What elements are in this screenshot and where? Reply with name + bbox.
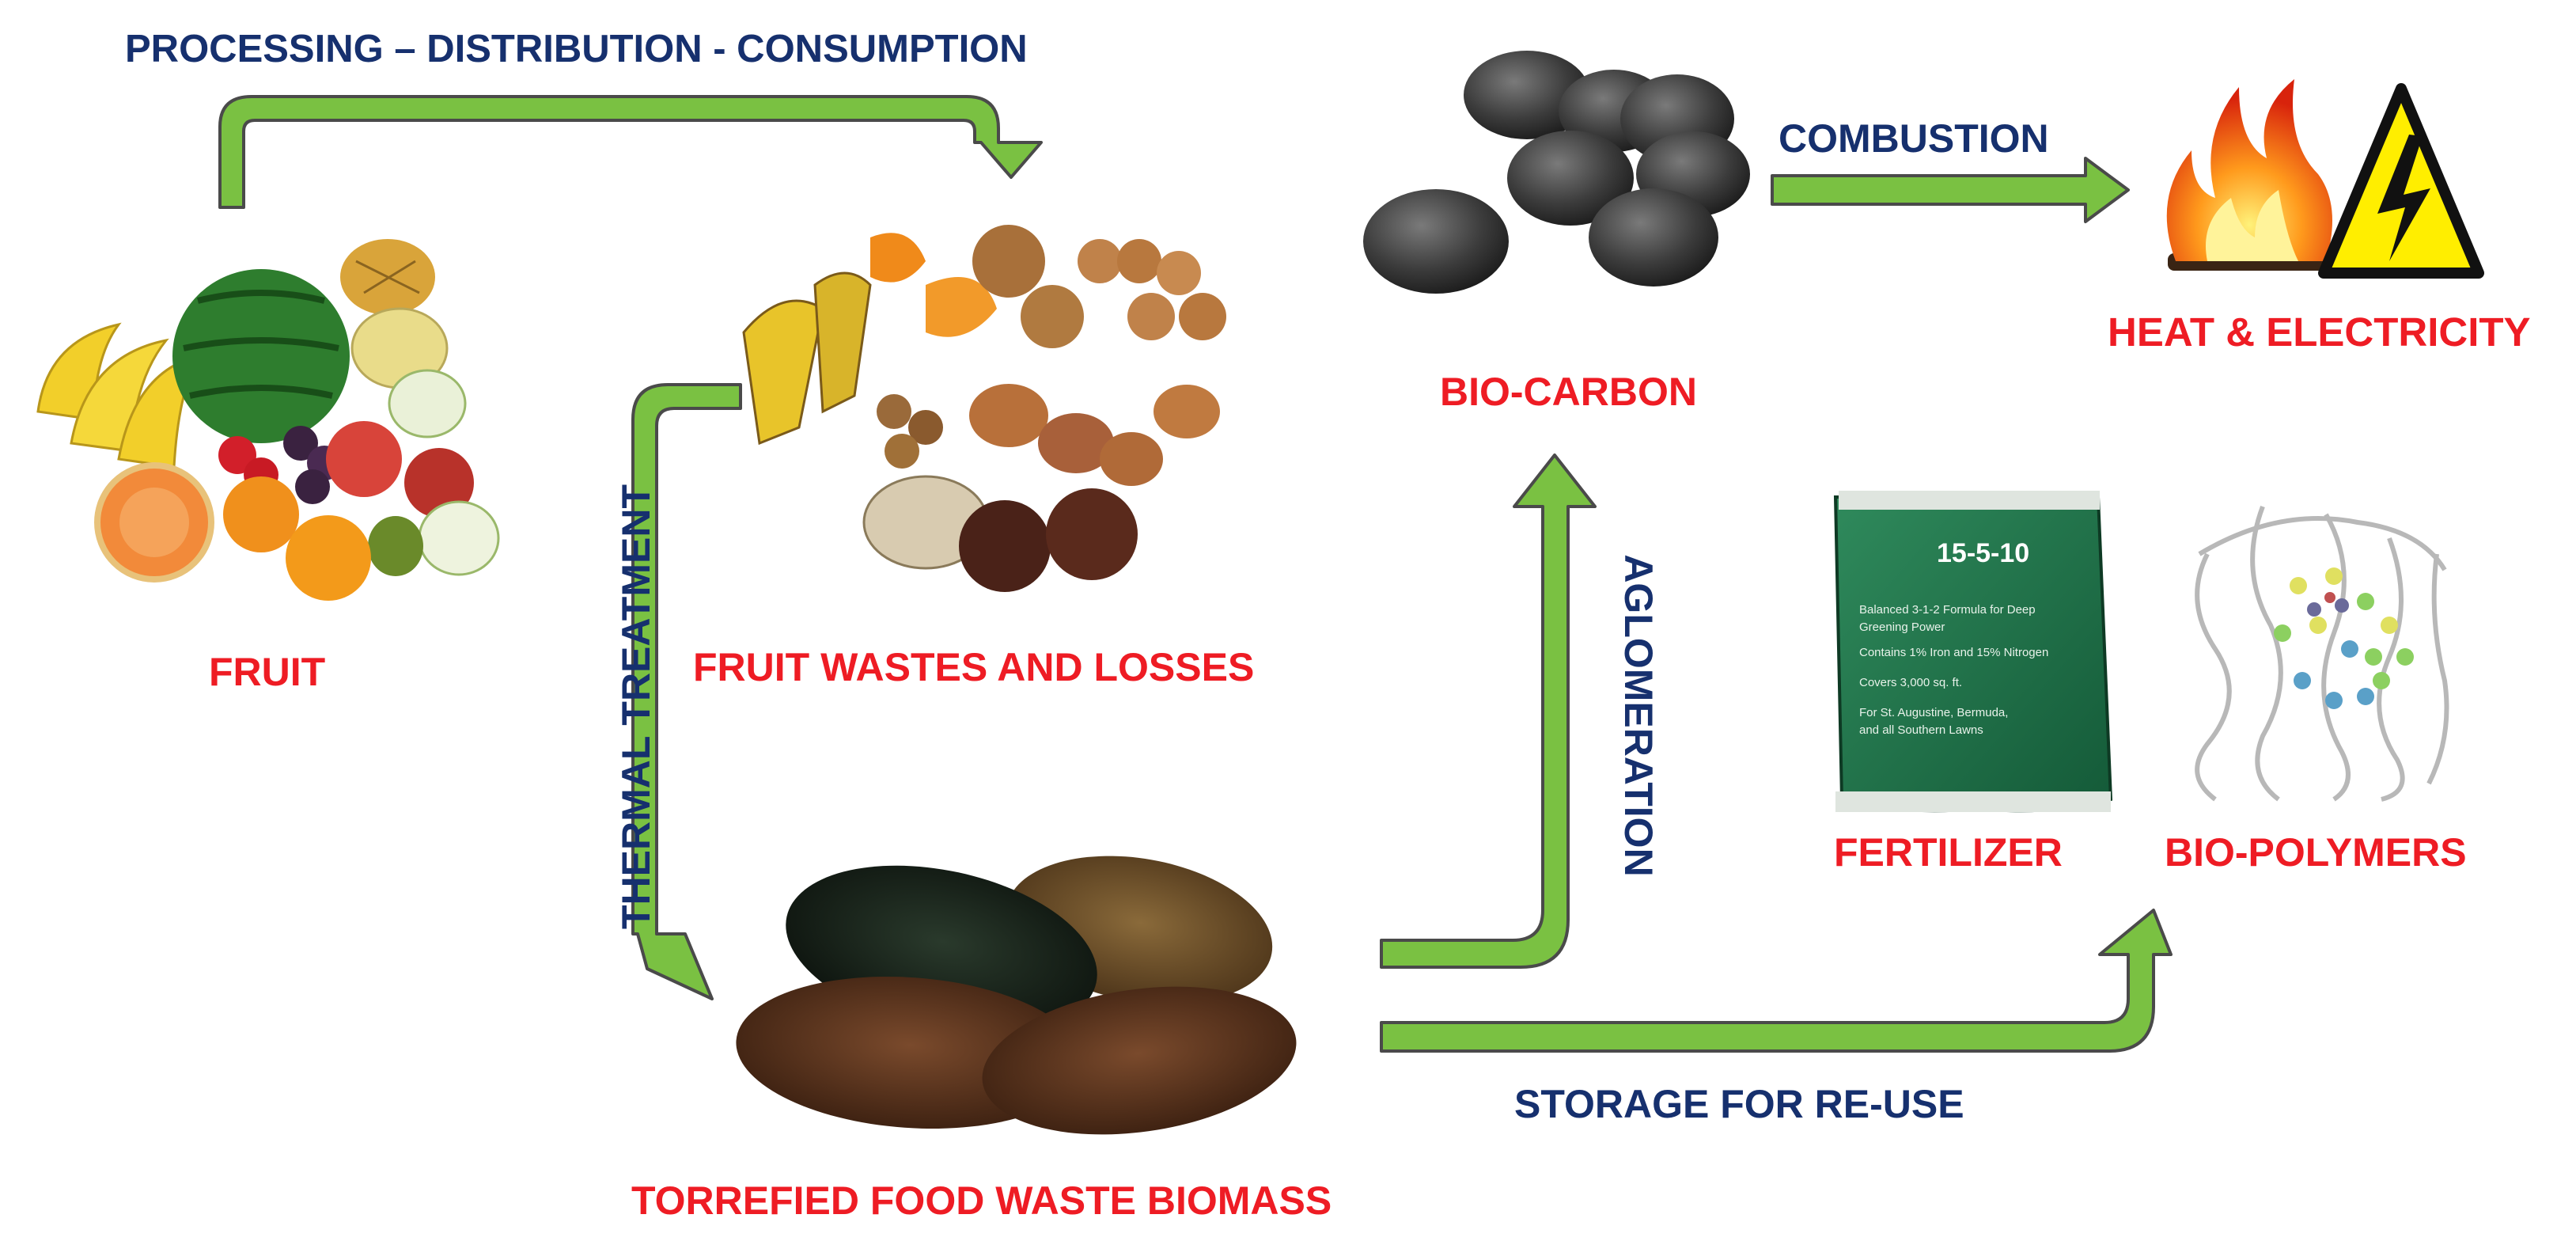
node-label-fruit: FRUIT [209,650,326,694]
arrow-combustion [1771,157,2130,223]
fertilizer-bag-text: Balanced 3-1-2 Formula for Deep Greening… [1859,602,2089,739]
bag-line: Contains 1% Iron and 15% Nitrogen [1859,646,2049,659]
fruit-illustration [36,239,500,601]
high-voltage-icon [2318,83,2484,279]
bio-carbon-illustration [1363,51,1750,294]
bag-line: and all Southern Lawns [1859,723,1983,737]
arrow-storage [1380,909,2173,1053]
process-label-combustion: COMBUSTION [1779,116,2049,161]
process-label-storage: STORAGE FOR RE-USE [1514,1082,1964,1126]
torrefied-biomass-illustration [736,856,1297,1135]
fertilizer-bag-grade: 15-5-10 [1937,538,2030,568]
bio-polymer-illustration [2195,505,2449,802]
fire-icon [2166,79,2334,271]
node-label-fruit-wastes: FRUIT WASTES AND LOSSES [693,645,1255,689]
bag-line: Balanced 3-1-2 Formula for Deep [1859,603,2036,617]
process-label-aglomeration: AGLOMERATION [1616,554,1661,877]
node-label-bio-polymers: BIO-POLYMERS [2165,830,2467,875]
bag-line: For St. Augustine, Bermuda, [1859,706,2009,719]
node-label-torrefied: TORREFIED FOOD WASTE BIOMASS [631,1178,1332,1223]
bag-line: Greening Power [1859,620,1945,634]
process-label-processing: PROCESSING – DISTRIBUTION - CONSUMPTION [125,28,1028,70]
arrow-aglomeration [1380,454,1597,969]
fruit-wastes-illustration [742,225,1226,592]
bag-line: Covers 3,000 sq. ft. [1859,676,1963,689]
node-label-fertilizer: FERTILIZER [1834,830,2063,875]
node-label-heat-electricity: HEAT & ELECTRICITY [2108,309,2531,355]
node-label-bio-carbon: BIO-CARBON [1440,370,1697,414]
fertilizer-bag-illustration [1833,491,2113,813]
process-label-thermal: THERMAL TREATMENT [614,484,658,929]
arrow-thermal-treatment [631,383,742,1000]
arrow-processing [218,95,1043,209]
